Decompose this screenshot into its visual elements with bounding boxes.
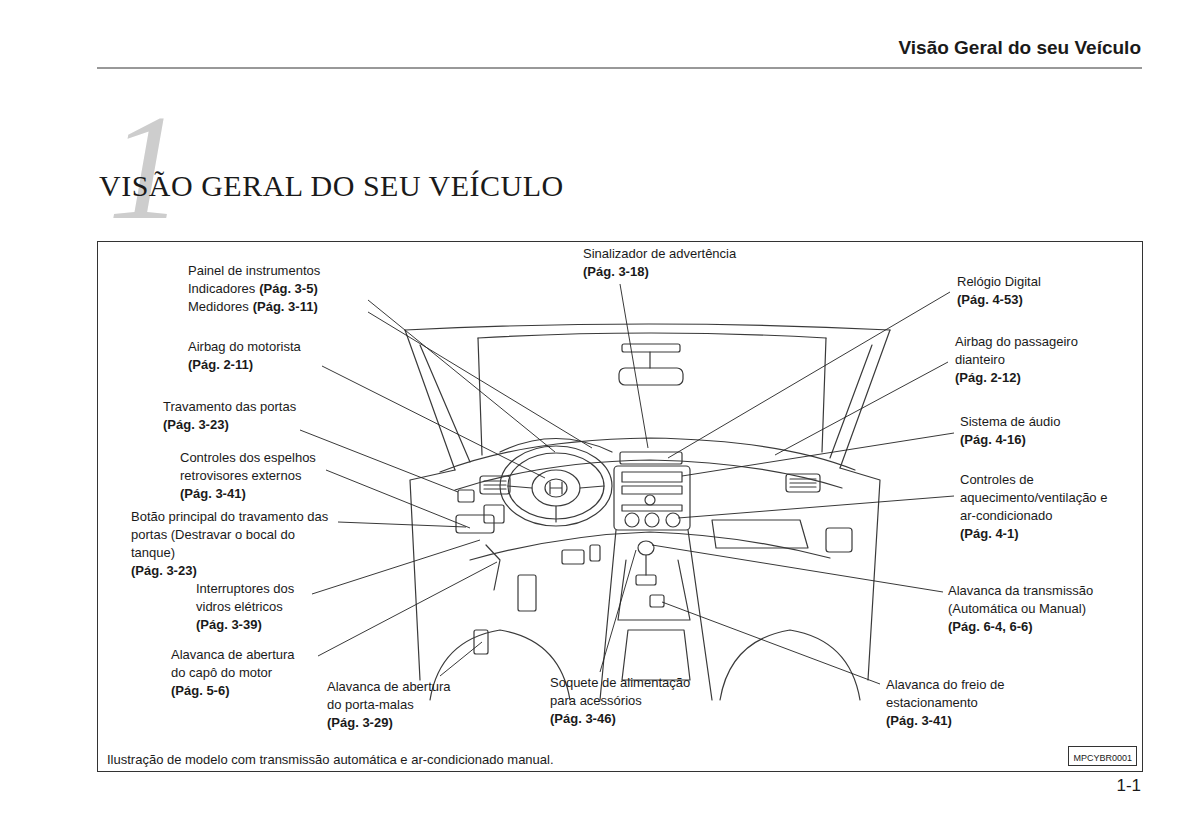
page-reference: (Pág. 4-1) (960, 526, 1019, 541)
callout-line: (Pág. 3-39) (196, 616, 321, 634)
callout-line: (Pág. 3-18) (583, 263, 783, 281)
callout: Relógio Digital (Pág. 4-53) (957, 273, 1107, 309)
callout-line: (Pág. 4-53) (957, 291, 1107, 309)
callout-line: Botão principal do travamento das portas… (131, 508, 336, 562)
part-name: Alavanca do freio de estacionamento (886, 677, 1005, 710)
callout-line: (Pág. 4-16) (960, 431, 1110, 449)
callout: Alavanca do freio de estacionamento (Pág.… (886, 676, 1036, 730)
callout-line: Soquete de alimentação para acessórios (550, 674, 700, 710)
callout: Interruptores dos vidros elétricos (Pág. … (196, 580, 321, 634)
part-name: Airbag do passageiro dianteiro (955, 334, 1078, 367)
page-reference: (Pág. 3-5) (259, 281, 318, 296)
callout-line: (Pág. 3-46) (550, 710, 700, 728)
page-reference: (Pág. 3-11) (253, 299, 318, 314)
callout: Airbag do motorista (Pág. 2-11) (188, 338, 338, 374)
callout-line: (Pág. 3-23) (163, 416, 353, 434)
callout-line: (Pág. 5-6) (171, 682, 307, 700)
callout-line: (Pág. 3-29) (327, 714, 463, 732)
page-reference: (Pág. 4-53) (957, 292, 1023, 307)
part-name: Painel de instrumentos (188, 263, 320, 278)
callout-line: Controles dos espelhos retrovisores exte… (180, 449, 340, 485)
callout: Alavanca de abertura do capô do motor (Pá… (171, 646, 307, 700)
page-reference: (Pág. 3-39) (196, 617, 262, 632)
figure-code: MPCYBR0001 (1073, 753, 1132, 763)
page-reference: (Pág. 3-18) (583, 264, 649, 279)
running-header: Visão Geral do seu Veículo (898, 37, 1141, 59)
callout-line: Sinalizador de advertência (583, 245, 783, 263)
callout: Soquete de alimentação para acessórios (P… (550, 674, 700, 728)
callout: Sinalizador de advertência (Pág. 3-18) (583, 245, 783, 281)
callout-line: (Pág. 6-4, 6-6) (948, 618, 1113, 636)
leader-lines (300, 284, 954, 684)
callout-line: Painel de instrumentos (188, 262, 378, 280)
callout-line: Relógio Digital (957, 273, 1107, 291)
page-reference: (Pág. 3-29) (327, 715, 393, 730)
page-reference: (Pág. 4-16) (960, 432, 1026, 447)
part-name: Sinalizador de advertência (583, 246, 736, 261)
part-name: Medidores (188, 299, 249, 314)
part-name: Alavanca de abertura do capô do motor (171, 647, 295, 680)
figure-code-box: MPCYBR0001 (1068, 746, 1137, 766)
page-reference: (Pág. 3-23) (131, 563, 197, 578)
part-name: Alavanca de abertura do porta-malas (327, 679, 451, 712)
part-name: Sistema de áudio (960, 414, 1060, 429)
callout-line: (Pág. 3-23) (131, 562, 336, 580)
callout-line: Indicadores (Pág. 3-5) (188, 280, 378, 298)
page-reference: (Pág. 2-12) (955, 370, 1021, 385)
callout-line: Alavanca de abertura do porta-malas (327, 678, 463, 714)
caption-text: Ilustração de modelo com transmissão aut… (107, 752, 554, 767)
callout-line: (Pág. 3-41) (886, 712, 1036, 730)
part-name: Soquete de alimentação para acessórios (550, 675, 690, 708)
page-reference: (Pág. 5-6) (171, 683, 230, 698)
callout-line: (Pág. 2-11) (188, 356, 338, 374)
page-number: 1-1 (1116, 776, 1141, 796)
part-name: Controles de aquecimento/ventilação e ar… (960, 472, 1107, 523)
page-reference: (Pág. 3-41) (886, 713, 952, 728)
callout: Controles de aquecimento/ventilação e ar… (960, 471, 1125, 543)
part-name: Indicadores (188, 281, 255, 296)
page-reference: (Pág. 3-23) (163, 417, 229, 432)
callout: Alavanca da transmissão (Automática ou M… (948, 582, 1113, 636)
callout-line: (Pág. 2-12) (955, 369, 1105, 387)
part-name: Interruptores dos vidros elétricos (196, 581, 294, 614)
callout: Travamento das portas (Pág. 3-23) (163, 398, 353, 434)
callout-line: Medidores (Pág. 3-11) (188, 298, 378, 316)
callout-line: Airbag do motorista (188, 338, 338, 356)
chapter-title: VISÃO GERAL DO SEU VEÍCULO (99, 169, 564, 203)
callout-line: Sistema de áudio (960, 413, 1110, 431)
interior-drawing (405, 324, 890, 700)
callout: Painel de instrumentosIndicadores (Pág. 3… (188, 262, 378, 316)
callout: Airbag do passageiro dianteiro (Pág. 2-12… (955, 333, 1105, 387)
part-name: Alavanca da transmissão (Automática ou M… (948, 583, 1093, 616)
callout-line: (Pág. 4-1) (960, 525, 1125, 543)
callout-line: Interruptores dos vidros elétricos (196, 580, 321, 616)
page-reference: (Pág. 3-41) (180, 486, 246, 501)
callout: Botão principal do travamento das portas… (131, 508, 336, 580)
callout: Controles dos espelhos retrovisores exte… (180, 449, 340, 503)
callout-line: (Pág. 3-41) (180, 485, 340, 503)
page-reference: (Pág. 3-46) (550, 711, 616, 726)
page-reference: (Pág. 2-11) (188, 357, 253, 372)
callout: Alavanca de abertura do porta-malas (Pág.… (327, 678, 463, 732)
header-rule (97, 68, 1142, 69)
callout-line: Alavanca da transmissão (Automática ou M… (948, 582, 1113, 618)
callout-line: Controles de aquecimento/ventilação e ar… (960, 471, 1125, 525)
part-name: Controles dos espelhos retrovisores exte… (180, 450, 316, 483)
part-name: Botão principal do travamento das portas… (131, 509, 328, 560)
callout: Sistema de áudio (Pág. 4-16) (960, 413, 1110, 449)
part-name: Relógio Digital (957, 274, 1041, 289)
illustration-frame: Ilustração de modelo com transmissão aut… (97, 241, 1143, 772)
part-name: Travamento das portas (163, 399, 296, 414)
callout-line: Alavanca de abertura do capô do motor (171, 646, 307, 682)
chapter-numeral: 1 (108, 92, 183, 242)
page-reference: (Pág. 6-4, 6-6) (948, 619, 1033, 634)
callout-line: Travamento das portas (163, 398, 353, 416)
callout-line: Alavanca do freio de estacionamento (886, 676, 1036, 712)
callout-line: Airbag do passageiro dianteiro (955, 333, 1105, 369)
part-name: Airbag do motorista (188, 339, 301, 354)
